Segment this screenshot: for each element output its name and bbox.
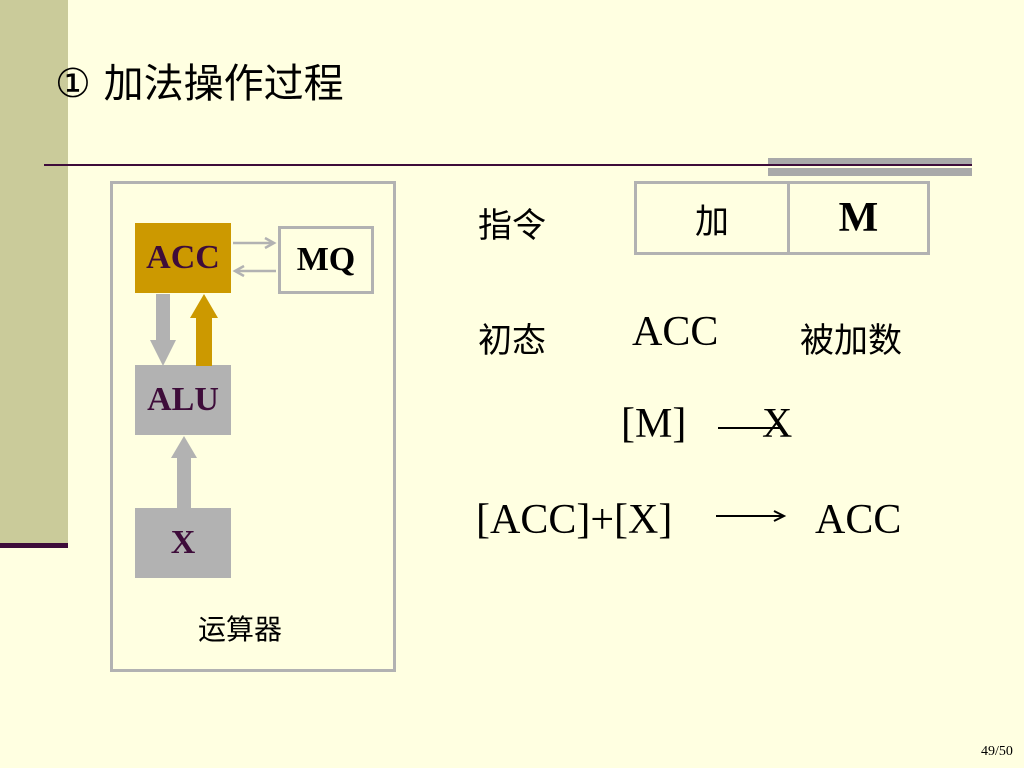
mq-register: MQ bbox=[278, 226, 374, 294]
alu-to-acc-arrow bbox=[190, 294, 218, 366]
step1-source: [M] bbox=[621, 401, 687, 447]
mq-to-acc-arrow bbox=[232, 264, 276, 278]
acc-to-alu-arrow bbox=[150, 294, 176, 366]
acc-register: ACC bbox=[135, 223, 231, 293]
x-register: X bbox=[135, 508, 231, 578]
step2-arrow bbox=[716, 510, 787, 522]
arithmetic-unit-label: 运算器 bbox=[198, 613, 283, 646]
opcode-field: 加 bbox=[637, 184, 790, 252]
x-to-alu-arrow bbox=[171, 436, 197, 508]
title-decor-bar bbox=[768, 158, 972, 178]
slide-title: ① 加法操作过程 bbox=[55, 61, 344, 107]
instruction-label: 指令 bbox=[478, 206, 546, 246]
page-number: 49/50 bbox=[981, 744, 1013, 759]
initial-acc-text: ACC bbox=[632, 309, 719, 355]
instruction-format: 加 M bbox=[634, 181, 930, 255]
acc-to-mq-arrow bbox=[233, 236, 277, 250]
left-decor-line bbox=[0, 543, 68, 548]
step2-target: ACC bbox=[815, 497, 902, 543]
title-rule bbox=[44, 164, 972, 166]
arithmetic-unit-frame bbox=[110, 181, 396, 672]
address-field: M bbox=[838, 195, 879, 241]
step2-expression: [ACC]+[X] bbox=[476, 497, 673, 543]
alu-block: ALU bbox=[135, 365, 231, 435]
step1-target: X bbox=[762, 401, 793, 447]
initial-state-label: 初态 bbox=[478, 321, 546, 361]
left-decor-band bbox=[0, 0, 68, 548]
initial-acc-value: 被加数 bbox=[800, 321, 902, 361]
